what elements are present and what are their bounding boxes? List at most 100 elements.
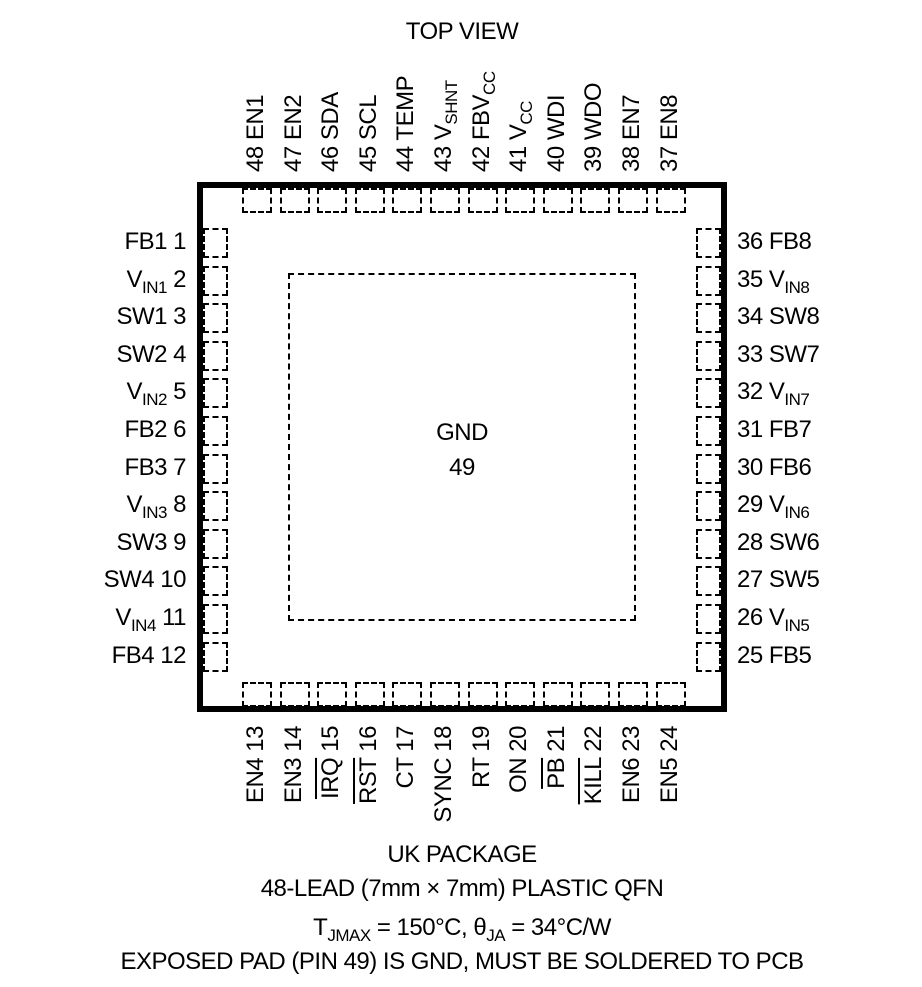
pin-label-42: 42 FBVCC <box>467 71 499 172</box>
pin-name: SW7 <box>768 340 820 368</box>
pin-name-subscript: IN8 <box>784 277 810 297</box>
pin-pad-25 <box>696 641 721 672</box>
pin-pad-41 <box>505 188 536 213</box>
pin-name: FB4 <box>111 641 155 669</box>
pin-pad-33 <box>696 340 721 371</box>
pin-number: 22 <box>580 726 608 752</box>
pin-name: EN4 <box>242 757 269 804</box>
pin-label-45: 45 SCL <box>354 94 382 172</box>
pin-number: 1 <box>173 228 186 255</box>
pin-number: 9 <box>173 528 186 556</box>
pin-number: 12 <box>160 641 186 669</box>
pin-label-22: KILL 22 <box>580 726 608 804</box>
pin-name-subscript: CC <box>517 101 537 125</box>
pin-name: SCL <box>354 94 382 141</box>
pin-number: 17 <box>392 726 420 752</box>
pin-name: V <box>768 265 785 293</box>
pin-pad-7 <box>203 453 228 484</box>
pin-name: V <box>768 378 785 406</box>
pin-pad-38 <box>618 188 648 213</box>
pin-number: 40 <box>542 146 570 172</box>
pin-pad-21 <box>542 682 573 707</box>
pin-label-4: SW2 4 <box>116 342 186 367</box>
pin-label-20: ON 20 <box>505 726 533 793</box>
tjmax-sub: JMAX <box>327 926 371 945</box>
pin-number: 14 <box>279 726 307 752</box>
pin-number: 47 <box>279 146 307 172</box>
pin-pad-1 <box>203 228 228 258</box>
exposed-pad <box>288 273 636 621</box>
exposed-pad-name: GND <box>436 419 488 446</box>
pin-name-subscript: IN7 <box>784 390 810 410</box>
pin-name: RST <box>354 757 382 804</box>
pin-name: IRQ <box>317 757 345 800</box>
package-name: UK PACKAGE <box>387 841 537 868</box>
pin-name: EN5 <box>655 757 683 804</box>
pin-number: 42 <box>467 146 495 172</box>
pin-name: SDA <box>317 92 345 141</box>
pin-label-11: VIN4 11 <box>115 606 186 635</box>
pin-name-subscript: IN4 <box>130 616 156 635</box>
pin-name: FB3 <box>124 453 167 481</box>
pin-name: WDO <box>580 82 608 141</box>
pin-name: EN7 <box>618 94 645 141</box>
pin-pad-10 <box>203 566 228 597</box>
pin-name: TEMP <box>392 75 420 141</box>
pin-name: V <box>505 124 533 141</box>
pin-label-15: IRQ 15 <box>317 726 345 800</box>
pin-number: 31 <box>737 416 763 443</box>
pin-pad-12 <box>203 641 228 672</box>
pin-pad-29 <box>696 491 721 522</box>
pin-number: 38 <box>618 146 645 172</box>
pin-label-35: 35 VIN8 <box>737 265 810 296</box>
pin-name-subscript: IN6 <box>784 503 810 523</box>
pin-pad-5 <box>203 378 228 409</box>
pin-label-40: 40 WDI <box>542 94 570 172</box>
thermal-specs: TJMAX = 150°C, θJA = 34°C/W <box>313 914 611 945</box>
pin-number: 43 <box>430 146 457 172</box>
pin-name: FBV <box>467 94 495 141</box>
pin-label-29: 29 VIN6 <box>737 491 810 522</box>
pin-pad-32 <box>696 378 721 409</box>
pin-label-43: 43 VSHNT <box>430 80 461 172</box>
pin-label-7: FB3 7 <box>124 453 186 481</box>
pin-label-33: 33 SW7 <box>737 340 820 368</box>
pin-name: RT <box>467 757 495 788</box>
pin-pad-39 <box>580 188 611 213</box>
pin-pad-36 <box>696 228 721 258</box>
pin-pad-48 <box>242 188 272 213</box>
pin-number: 3 <box>173 303 186 331</box>
pin-label-48: 48 EN1 <box>242 94 269 172</box>
pin-number: 29 <box>737 491 763 519</box>
pin-name: FB8 <box>768 228 812 255</box>
pin-name: FB5 <box>768 641 812 669</box>
pin-pad-19 <box>467 682 498 707</box>
pin-label-10: SW4 10 <box>104 568 187 592</box>
pin-label-2: VIN1 2 <box>126 267 186 296</box>
pin-number: 37 <box>655 146 683 172</box>
pin-label-18: SYNC 18 <box>430 726 457 823</box>
pin-number: 24 <box>655 726 683 752</box>
pin-label-17: CT 17 <box>392 726 420 788</box>
pin-name: EN1 <box>242 94 269 141</box>
pin-label-26: 26 VIN5 <box>737 606 810 635</box>
pin-label-34: 34 SW8 <box>737 305 820 329</box>
pin-pad-3 <box>203 303 228 334</box>
pin-name: WDI <box>542 94 570 141</box>
pin-name: FB6 <box>768 453 812 481</box>
pin-name: ON <box>505 757 533 793</box>
pin-label-3: SW1 3 <box>116 305 186 329</box>
pin-name-subscript: IN2 <box>142 390 167 410</box>
pin-name: V <box>126 491 142 519</box>
pin-number: 32 <box>737 378 763 406</box>
pin-pad-26 <box>696 604 721 634</box>
pin-name-subscript: IN3 <box>142 503 167 523</box>
pin-name: SYNC <box>430 757 457 823</box>
pin-pad-6 <box>203 416 228 446</box>
pin-number: 45 <box>354 146 382 172</box>
pin-pad-17 <box>392 682 423 707</box>
pin-number: 28 <box>737 528 763 556</box>
pin-label-36: 36 FB8 <box>737 228 812 255</box>
pin-number: 41 <box>505 146 533 172</box>
tjmax-value: = 150°C, <box>370 914 474 941</box>
